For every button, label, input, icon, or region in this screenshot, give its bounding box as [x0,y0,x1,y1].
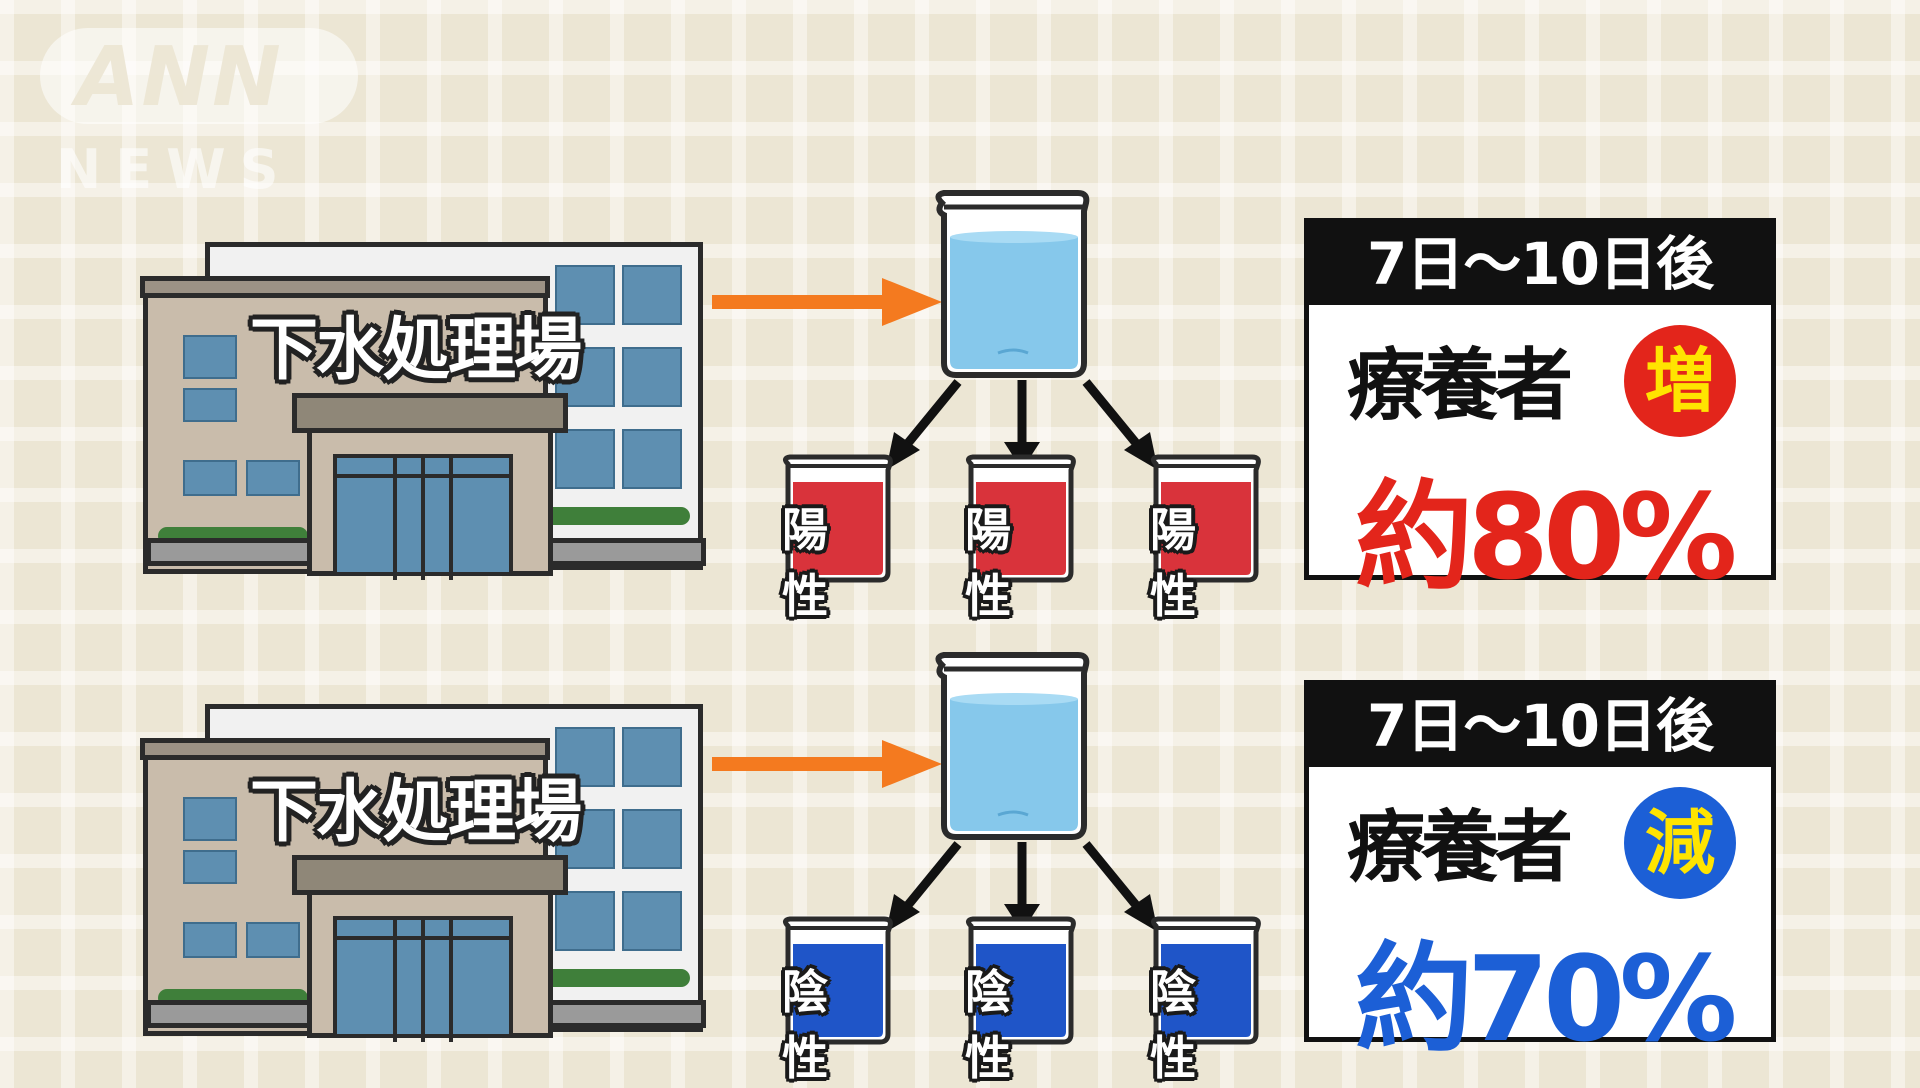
sample-result-label: 陰性 [782,965,828,1085]
result-card: 7日〜10日後 療養者 増 約80% [1304,218,1776,606]
entrance-canopy [292,393,568,433]
change-value: 約80% [1355,468,1737,606]
flow-arrow-icon [712,740,942,788]
trend-badge: 減 [1624,787,1736,899]
sample-result-label: 陽性 [782,503,828,623]
logo-brand-text: ANN [76,30,283,125]
trend-badge: 増 [1624,325,1736,437]
sample-result-label: 陽性 [1150,503,1196,623]
entrance-door [333,454,513,580]
building-roof-trim [140,738,550,760]
subject-label: 療養者 [1347,341,1573,431]
panel-positive: 下水処理場 陽性 陽性 [0,180,1920,623]
red-sample-beaker-icon [782,454,893,583]
panel-negative: 下水処理場 陰性 陰性 [0,642,1920,1085]
building-roof-trim [140,276,550,298]
flow-arrow-icon [712,278,942,326]
subject-label: 療養者 [1347,803,1573,893]
sample-beaker-icon [935,652,1090,840]
red-sample-beaker-icon [1150,454,1261,583]
logo-sub-text: NEWS [56,138,293,201]
blue-sample-beaker-icon [782,916,893,1045]
sample-result-label: 陽性 [965,503,1011,623]
sample-beaker-icon [935,190,1090,378]
change-value: 約70% [1355,930,1737,1068]
split-arrows-icon [886,841,1158,932]
blue-sample-beaker-icon [1150,916,1261,1045]
entrance-door [333,916,513,1042]
facility-label: 下水処理場 [250,311,582,390]
period-label: 7日〜10日後 [1309,223,1771,305]
facility-label: 下水処理場 [250,773,582,852]
result-card: 7日〜10日後 療養者 減 約70% [1304,680,1776,1068]
entrance-canopy [292,855,568,895]
period-label: 7日〜10日後 [1309,685,1771,767]
red-sample-beaker-icon [965,454,1076,583]
ann-news-logo: ANN NEWS [40,20,360,201]
blue-sample-beaker-icon [965,916,1076,1045]
logo-background [40,28,358,124]
sample-result-label: 陰性 [965,965,1011,1085]
sample-result-label: 陰性 [1150,965,1196,1085]
